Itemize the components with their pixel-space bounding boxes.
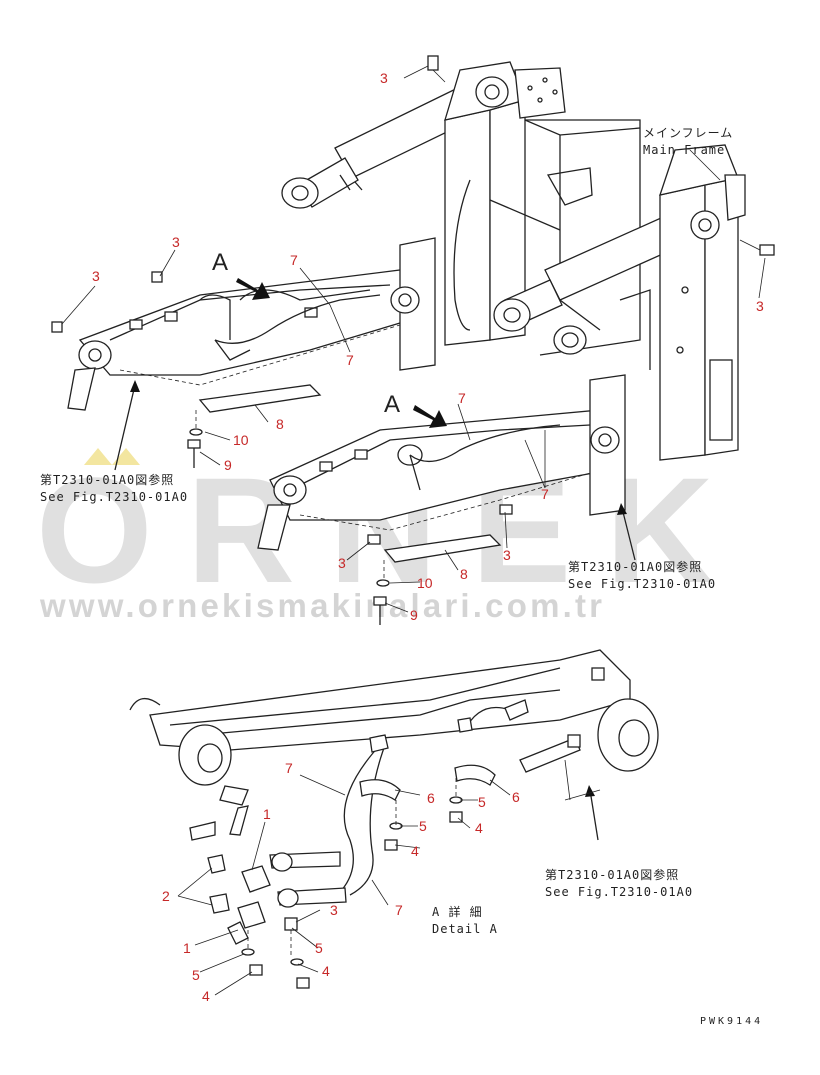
- watermark-url: www.ornekismakinalari.com.tr: [40, 587, 606, 624]
- callout-7: 7: [395, 902, 403, 918]
- callout-7: 7: [285, 760, 293, 776]
- figure-ref-en: See Fig.T2310-01A0: [545, 885, 694, 899]
- main-frame-label-jp: メインフレーム: [643, 126, 734, 140]
- callout-7: 7: [458, 390, 466, 406]
- callout-3: 3: [92, 268, 100, 284]
- callout-3: 3: [338, 555, 346, 571]
- detail-a-assembly: [129, 649, 659, 989]
- callout-1: 1: [263, 806, 271, 822]
- detail-a-label-jp: A 詳 細: [432, 905, 483, 919]
- callout-5: 5: [478, 794, 486, 810]
- frame-upright-center: [444, 61, 566, 346]
- callout-6: 6: [427, 790, 435, 806]
- detail-a-label-en: Detail A: [432, 922, 498, 936]
- callout-3: 3: [503, 547, 511, 563]
- callout-6: 6: [512, 789, 520, 805]
- figure-ref-jp: 第T2310-01A0図参照: [545, 868, 680, 882]
- callout-5: 5: [315, 940, 323, 956]
- callout-9: 9: [410, 607, 418, 623]
- callout-7: 7: [290, 252, 298, 268]
- lift-arm-middle: [257, 374, 626, 625]
- main-frame-label-en: Main Frame: [643, 143, 726, 157]
- view-a-label: A: [384, 391, 401, 418]
- leader-lines-detail: [177, 759, 601, 996]
- lift-arm-left: [51, 237, 436, 468]
- leader-lines-top: [61, 65, 766, 613]
- callout-4: 4: [202, 988, 210, 1004]
- callout-4: 4: [411, 843, 419, 859]
- callout-3: 3: [756, 298, 764, 314]
- view-a-label: A: [212, 249, 229, 276]
- callout-3: 3: [172, 234, 180, 250]
- frame-upright-right: [659, 144, 746, 461]
- drawing-code: PWK9144: [700, 1016, 764, 1027]
- figure-ref-en: See Fig.T2310-01A0: [568, 577, 717, 591]
- callout-7: 7: [541, 486, 549, 502]
- callout-9: 9: [224, 457, 232, 473]
- callout-8: 8: [276, 416, 284, 432]
- watermark-mark: [112, 448, 140, 465]
- callout-8: 8: [460, 566, 468, 582]
- callout-2: 2: [162, 888, 170, 904]
- callout-3: 3: [380, 70, 388, 86]
- callout-7: 7: [346, 352, 354, 368]
- callout-3: 3: [330, 902, 338, 918]
- callout-5: 5: [192, 967, 200, 983]
- callout-10: 10: [417, 575, 433, 591]
- callout-4: 4: [475, 820, 483, 836]
- callout-10: 10: [233, 432, 249, 448]
- callout-5: 5: [419, 818, 427, 834]
- figure-ref-en: See Fig.T2310-01A0: [40, 490, 189, 504]
- main-frame-assembly: [281, 55, 775, 461]
- callout-4: 4: [322, 963, 330, 979]
- figure-ref-jp: 第T2310-01A0図参照: [568, 560, 703, 574]
- view-a-arrow: [236, 278, 270, 300]
- view-a-arrow: [413, 405, 447, 428]
- watermark-mark: [84, 448, 112, 465]
- figure-ref-jp: 第T2310-01A0図参照: [40, 473, 175, 487]
- callout-1: 1: [183, 940, 191, 956]
